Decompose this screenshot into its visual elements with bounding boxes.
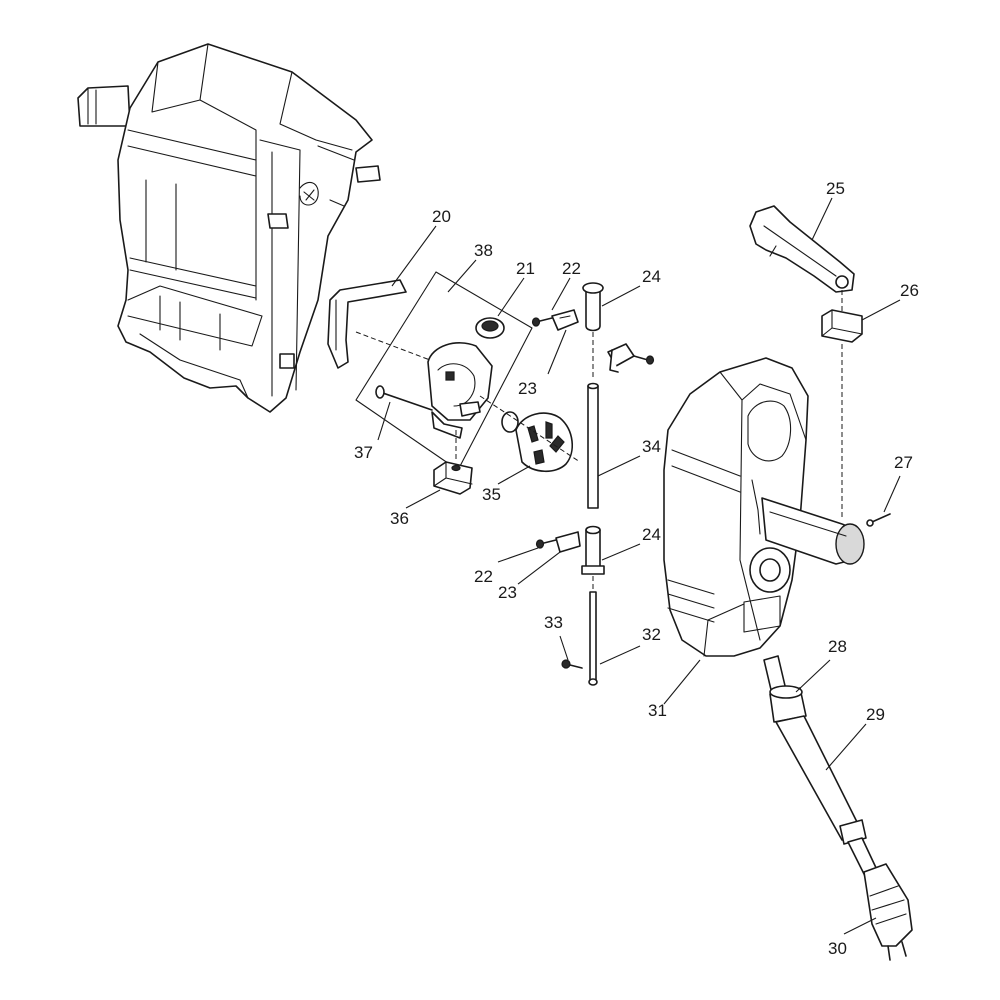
callout-20: 20 <box>432 207 451 226</box>
part-23-clip-upper <box>551 309 579 331</box>
part-34-shaft <box>587 382 599 509</box>
callout-26: 26 <box>900 281 919 300</box>
part-23-clip-lower <box>555 531 581 553</box>
part-36-block <box>433 430 473 495</box>
part-23-clip-right <box>607 343 655 373</box>
part-33-screw <box>561 659 583 669</box>
part-28-strain-relief <box>763 655 807 723</box>
part-20-bracket <box>327 279 407 369</box>
callout-24-upper: 24 <box>642 267 661 286</box>
callout-36: 36 <box>390 509 409 528</box>
callout-30: 30 <box>828 939 847 958</box>
handle-shaft <box>761 497 865 565</box>
part-24-sleeve-upper <box>582 282 604 380</box>
part-30-plug <box>863 863 913 961</box>
part-27-pin <box>866 513 891 527</box>
callout-33: 33 <box>544 613 563 632</box>
part-26-block <box>821 309 863 520</box>
callout-31: 31 <box>648 701 667 720</box>
callout-25: 25 <box>826 179 845 198</box>
leader-lines <box>377 197 901 935</box>
part-24-sleeve-lower <box>581 525 605 575</box>
callout-34: 34 <box>642 437 661 456</box>
part-37-screw <box>355 331 433 411</box>
callout-32: 32 <box>642 625 661 644</box>
part-31-gearbox <box>663 357 809 657</box>
part-35-rotor <box>479 395 581 473</box>
callout-23-upper: 23 <box>518 379 537 398</box>
callout-24-lower: 24 <box>642 525 661 544</box>
callout-35: 35 <box>482 485 501 504</box>
callout-23-lower: 23 <box>498 583 517 602</box>
callout-28: 28 <box>828 637 847 656</box>
callout-37: 37 <box>354 443 373 462</box>
upper-housing <box>77 43 381 413</box>
callout-27: 27 <box>894 453 913 472</box>
callout-29: 29 <box>866 705 885 724</box>
part-32-rod <box>588 576 598 686</box>
part-21-cap <box>475 317 505 339</box>
callout-21: 21 <box>516 259 535 278</box>
part-22-screw-upper <box>531 317 553 327</box>
motor-housing <box>427 342 493 439</box>
part-22-screw-lower <box>535 539 557 549</box>
part-25-lever <box>749 205 855 312</box>
callout-38: 38 <box>474 241 493 260</box>
callouts: 20 38 21 22 24 25 26 23 37 34 27 35 36 2… <box>354 179 919 958</box>
callout-22-upper: 22 <box>562 259 581 278</box>
part-29-cable-sheath <box>775 715 879 879</box>
callout-22-lower: 22 <box>474 567 493 586</box>
